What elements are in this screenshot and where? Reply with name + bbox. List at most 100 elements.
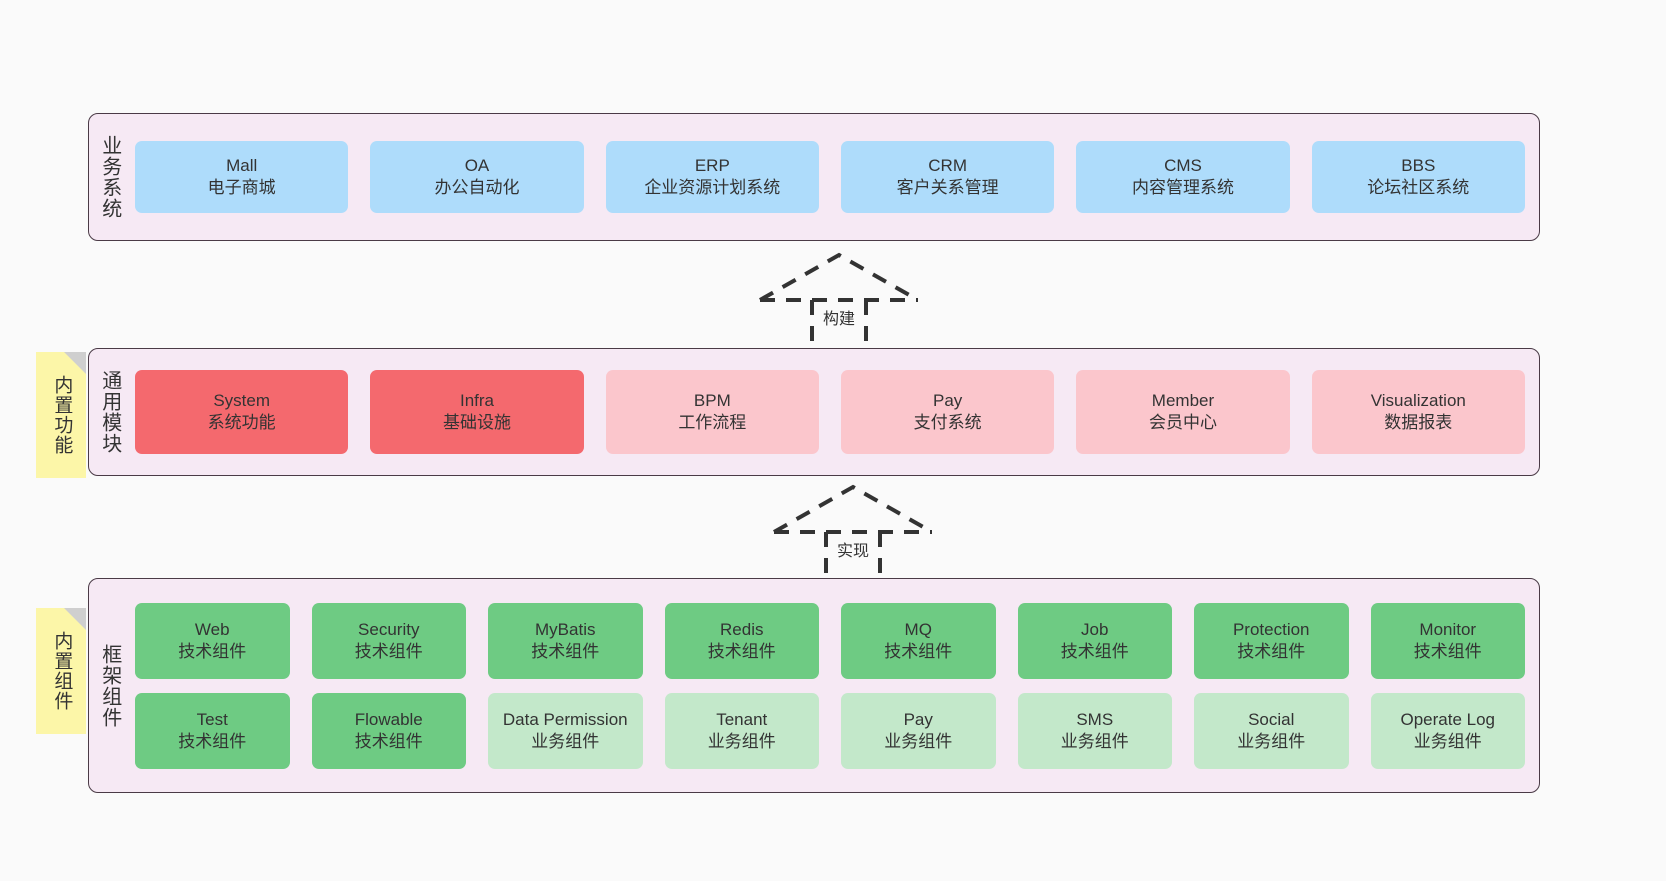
layer-body-common: System 系统功能 Infra 基础设施 BPM 工作流程 Pay 支付系统…	[129, 349, 1539, 475]
card-erp[interactable]: ERP 企业资源计划系统	[605, 141, 819, 213]
card-visualization[interactable]: Visualization 数据报表	[1311, 370, 1525, 454]
card-title: Member	[1151, 391, 1215, 411]
card-subtitle: 技术组件	[354, 731, 423, 751]
card-subtitle: 业务组件	[707, 731, 776, 751]
card-row: Mall 电子商城 OA 办公自动化 ERP 企业资源计划系统 CRM 客户关系…	[135, 141, 1525, 213]
card-system[interactable]: System 系统功能	[135, 370, 349, 454]
card-subtitle: 内容管理系统	[1131, 178, 1234, 197]
card-title: Pay	[933, 391, 963, 411]
card-title: BPM	[693, 391, 731, 411]
card-subtitle: 数据报表	[1384, 413, 1453, 432]
card-subtitle: 技术组件	[884, 641, 953, 661]
card-title: OA	[464, 156, 490, 176]
card-bbs[interactable]: BBS 论坛社区系统	[1311, 141, 1525, 213]
layer-business-systems: 业务系统 Mall 电子商城 OA 办公自动化 ERP 企业资源计划系统 CRM…	[88, 113, 1540, 241]
card-crm[interactable]: CRM 客户关系管理	[840, 141, 1055, 213]
card-title: Redis	[720, 619, 764, 639]
card-social[interactable]: Social 业务组件	[1194, 692, 1349, 769]
card-title: Social	[1248, 709, 1295, 729]
card-title: BBS	[1401, 156, 1436, 176]
card-mybatis[interactable]: MyBatis 技术组件	[488, 602, 643, 679]
connector-realize-glyph	[773, 484, 933, 585]
card-cms[interactable]: CMS 内容管理系统	[1076, 141, 1290, 213]
card-subtitle: 业务组件	[1060, 731, 1129, 751]
connector-realize-label: 实现	[836, 543, 870, 560]
card-subtitle: 论坛社区系统	[1367, 178, 1470, 197]
note-fold-icon	[64, 352, 86, 374]
note-label: 内置功能	[51, 375, 73, 455]
card-job[interactable]: Job 技术组件	[1017, 602, 1172, 679]
card-title: Test	[196, 709, 228, 729]
card-title: SMS	[1076, 709, 1114, 729]
card-subtitle: 电子商城	[207, 178, 276, 197]
card-subtitle: 技术组件	[354, 641, 423, 661]
card-tenant[interactable]: Tenant 业务组件	[664, 692, 819, 769]
card-subtitle: 系统功能	[207, 413, 276, 432]
connector-build-label: 构建	[822, 311, 856, 328]
card-subtitle: 技术组件	[1060, 641, 1129, 661]
card-subtitle: 业务组件	[884, 731, 953, 751]
card-member[interactable]: Member 会员中心	[1076, 370, 1290, 454]
card-operate-log[interactable]: Operate Log 业务组件	[1370, 692, 1525, 769]
card-title: MQ	[904, 619, 932, 639]
card-subtitle: 技术组件	[1413, 641, 1482, 661]
card-subtitle: 支付系统	[913, 413, 982, 432]
card-row: Test 技术组件 Flowable 技术组件 Data Permission …	[135, 692, 1525, 769]
card-title: CRM	[928, 156, 967, 176]
card-subtitle: 会员中心	[1148, 413, 1217, 432]
card-row: System 系统功能 Infra 基础设施 BPM 工作流程 Pay 支付系统…	[135, 370, 1525, 454]
note-builtin-components: 内置组件	[36, 608, 86, 734]
card-row: Web 技术组件 Security 技术组件 MyBatis 技术组件 Redi…	[135, 602, 1525, 679]
note-fold-icon	[64, 608, 86, 630]
card-title: Pay	[903, 709, 933, 729]
card-mq[interactable]: MQ 技术组件	[841, 602, 996, 679]
layer-title-common: 通用模块	[98, 370, 121, 454]
card-bpm[interactable]: BPM 工作流程	[605, 370, 819, 454]
card-pay-business[interactable]: Pay 业务组件	[841, 692, 996, 769]
card-title: Security	[358, 619, 420, 639]
layer-body-framework: Web 技术组件 Security 技术组件 MyBatis 技术组件 Redi…	[129, 579, 1539, 792]
card-flowable[interactable]: Flowable 技术组件	[311, 692, 466, 769]
card-oa[interactable]: OA 办公自动化	[370, 141, 584, 213]
card-sms[interactable]: SMS 业务组件	[1017, 692, 1172, 769]
card-subtitle: 技术组件	[178, 641, 247, 661]
card-web[interactable]: Web 技术组件	[135, 602, 290, 679]
card-subtitle: 办公自动化	[434, 178, 520, 197]
layer-framework-components: 框架组件 Web 技术组件 Security 技术组件 MyBatis 技术组件…	[88, 578, 1540, 793]
connector-build-glyph	[759, 252, 919, 353]
connector-realize: 实现	[758, 480, 948, 585]
card-title: Operate Log	[1400, 709, 1495, 729]
card-subtitle: 工作流程	[678, 413, 747, 432]
card-title: Job	[1081, 619, 1109, 639]
card-title: Data Permission	[502, 709, 628, 729]
card-title: ERP	[694, 156, 730, 176]
card-title: Monitor	[1419, 619, 1477, 639]
card-redis[interactable]: Redis 技术组件	[664, 602, 819, 679]
card-protection[interactable]: Protection 技术组件	[1194, 602, 1349, 679]
card-subtitle: 技术组件	[531, 641, 600, 661]
card-test[interactable]: Test 技术组件	[135, 692, 290, 769]
card-mall[interactable]: Mall 电子商城	[135, 141, 349, 213]
note-label: 内置组件	[51, 631, 73, 711]
layer-title-business: 业务系统	[98, 135, 121, 219]
note-builtin-features: 内置功能	[36, 352, 86, 478]
card-subtitle: 业务组件	[531, 731, 600, 751]
card-infra[interactable]: Infra 基础设施	[370, 370, 584, 454]
card-subtitle: 业务组件	[1413, 731, 1482, 751]
card-subtitle: 基础设施	[442, 413, 511, 432]
card-title: Mall	[226, 156, 258, 176]
layer-body-business: Mall 电子商城 OA 办公自动化 ERP 企业资源计划系统 CRM 客户关系…	[129, 114, 1539, 240]
layer-common-modules: 通用模块 System 系统功能 Infra 基础设施 BPM 工作流程 Pay…	[88, 348, 1540, 476]
card-security[interactable]: Security 技术组件	[311, 602, 466, 679]
card-subtitle: 客户关系管理	[896, 178, 999, 197]
card-data-permission[interactable]: Data Permission 业务组件	[488, 692, 643, 769]
card-pay[interactable]: Pay 支付系统	[840, 370, 1055, 454]
card-subtitle: 技术组件	[707, 641, 776, 661]
card-subtitle: 业务组件	[1237, 731, 1306, 751]
card-title: System	[213, 391, 270, 411]
card-title: Visualization	[1370, 391, 1466, 411]
card-title: Protection	[1232, 619, 1310, 639]
card-title: Flowable	[354, 709, 423, 729]
card-monitor[interactable]: Monitor 技术组件	[1370, 602, 1525, 679]
